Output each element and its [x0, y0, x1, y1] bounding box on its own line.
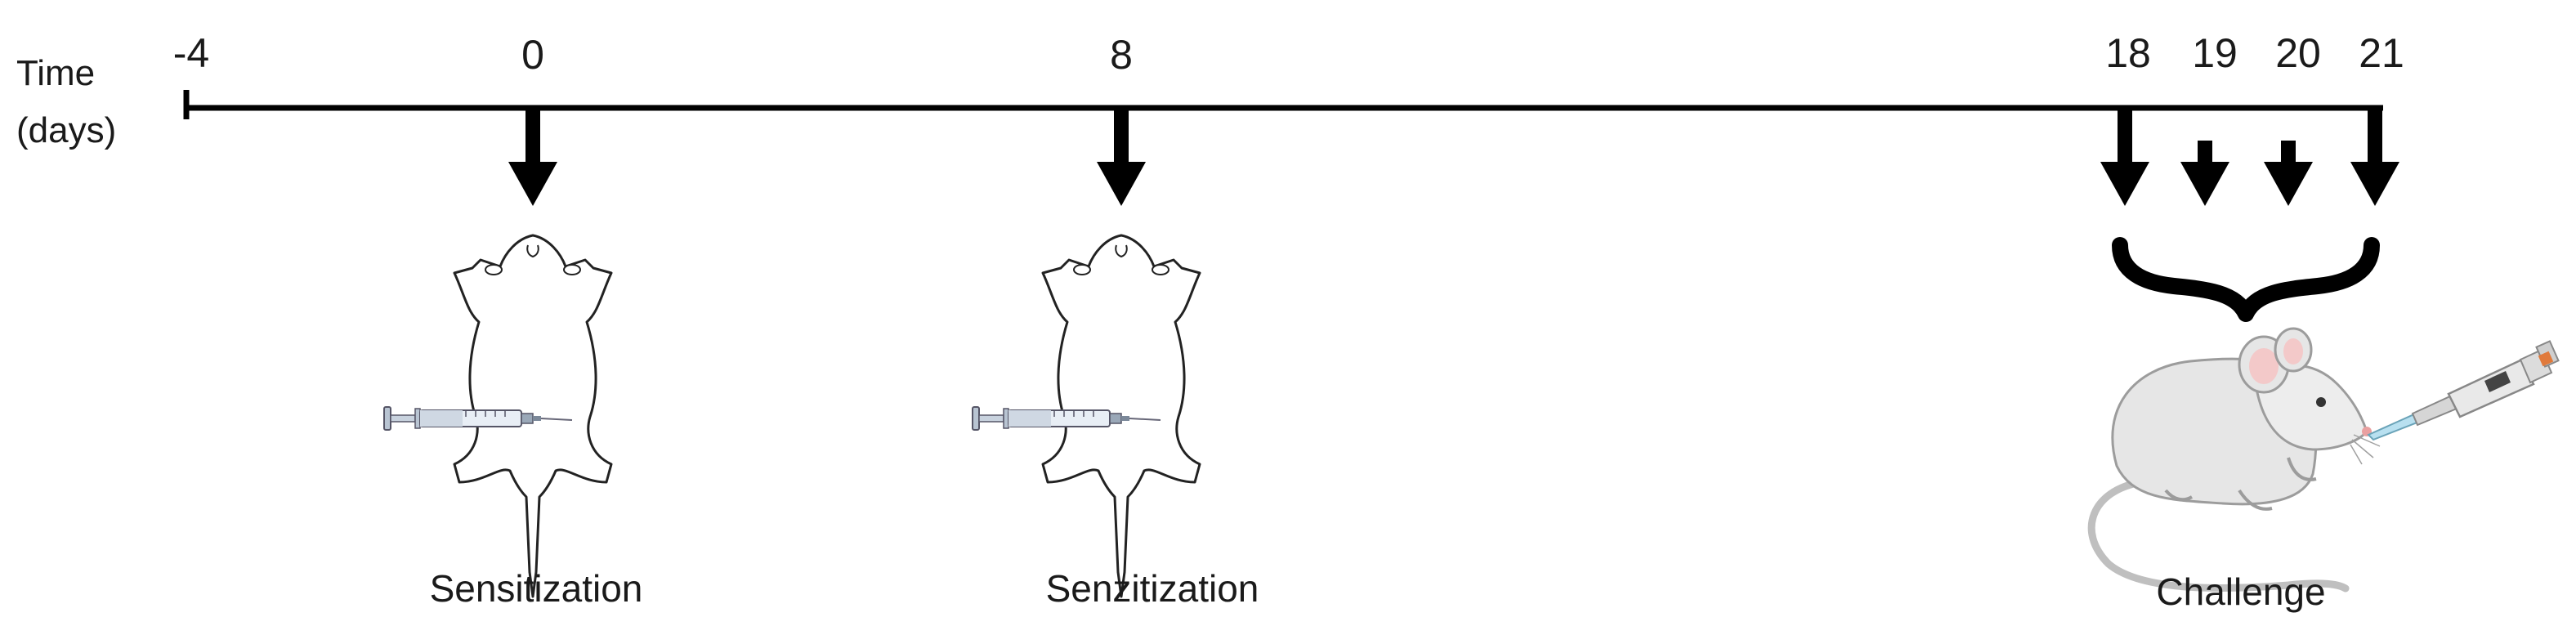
- syringe-icon: [383, 406, 573, 431]
- tick-label-21: 21: [2359, 30, 2404, 76]
- tick-label-18: 18: [2105, 30, 2151, 76]
- arrow-day-21: [2350, 110, 2399, 206]
- event-label-challenge: Challenge: [2156, 570, 2325, 613]
- event-label-sensitization-2: Senzitization: [1046, 567, 1259, 610]
- tick-label-20: 20: [2275, 30, 2321, 76]
- arrow-day-8: [1097, 110, 1146, 206]
- event-label-sensitization-1: Sensitization: [430, 567, 643, 610]
- arrow-day-20: [2264, 141, 2313, 206]
- pipette-icon: [2367, 340, 2560, 441]
- arrow-day-18: [2100, 110, 2149, 206]
- mouse-icon: [2087, 327, 2381, 593]
- arrow-day-19: [2180, 141, 2229, 206]
- syringe-icon: [972, 406, 1161, 431]
- axis-label-time: Time: [16, 53, 95, 93]
- arrow-day-0: [508, 110, 557, 206]
- tick-label-0: 0: [521, 32, 544, 78]
- challenge-brace: [2112, 237, 2380, 322]
- tick-label-minus4: -4: [173, 30, 209, 76]
- event-arrows: [508, 110, 2399, 206]
- tick-label-8: 8: [1110, 32, 1133, 78]
- axis-label-days: (days): [16, 110, 116, 150]
- tick-label-19: 19: [2192, 30, 2238, 76]
